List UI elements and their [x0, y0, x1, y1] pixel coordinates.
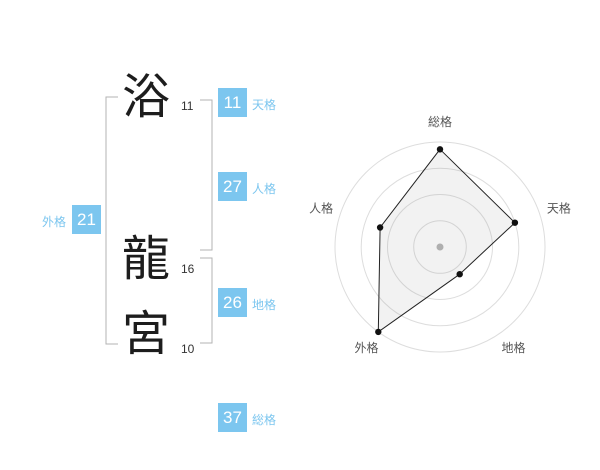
gaikaku-bracket [105, 96, 118, 345]
chikaku-badge: 26 [218, 288, 247, 317]
radar-center-dot [436, 243, 444, 251]
soukaku-label: 総格 [252, 413, 277, 427]
bracket-lines [105, 96, 213, 345]
radar-ring [387, 194, 493, 300]
jinkaku-badge: 27 [218, 172, 247, 201]
radar-data-point [436, 146, 444, 153]
chikaku-bracket [200, 257, 213, 344]
stroke-count: 16 [181, 262, 195, 276]
tenkaku-label: 天格 [252, 98, 277, 112]
jinkaku-label: 人格 [252, 182, 277, 196]
soukaku-badge: 37 [218, 403, 247, 432]
stroke-count: 11 [181, 99, 194, 113]
radar-axis-label: 地格 [501, 340, 525, 355]
radar-ring [334, 141, 546, 353]
radar-data-point [375, 328, 382, 336]
name-character: 浴 [122, 71, 171, 124]
radar-data-point [511, 219, 519, 226]
radar-axis-label: 外格 [354, 340, 378, 355]
radar-ring [360, 167, 520, 327]
radar-axis-label: 人格 [309, 200, 333, 215]
tenkaku-badge: 11 [218, 88, 247, 117]
radar-axis-label: 総格 [428, 114, 452, 129]
radar-axis-label: 天格 [547, 200, 571, 215]
chikaku-label: 地格 [252, 298, 277, 312]
radar-ring [413, 220, 467, 274]
name-character: 宮 [122, 308, 171, 361]
radar-data-point [376, 224, 384, 231]
gaikaku-badge: 21 [72, 205, 101, 234]
stroke-count: 10 [181, 342, 195, 356]
gaikaku-label: 外格 [42, 215, 67, 229]
jinkaku-bracket [200, 99, 213, 251]
radar-polygon [377, 148, 516, 333]
name-character: 龍 [122, 233, 171, 286]
radar-data-point [456, 271, 463, 278]
